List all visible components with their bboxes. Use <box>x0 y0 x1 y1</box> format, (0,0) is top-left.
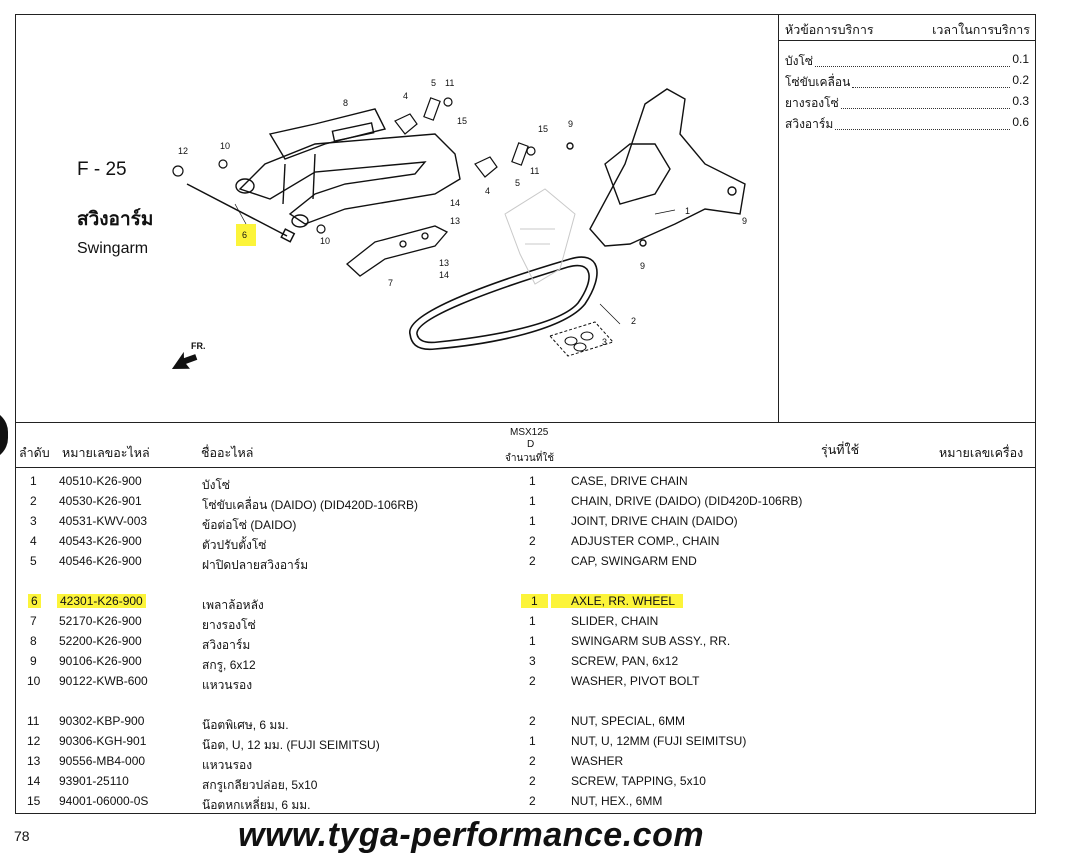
service-header-right: เวลาในการบริการ <box>932 23 1030 37</box>
svg-text:9: 9 <box>640 261 645 271</box>
col-part-no: หมายเลขอะไหล่ <box>62 446 150 460</box>
svg-text:13: 13 <box>450 216 460 226</box>
svg-text:9: 9 <box>568 119 573 129</box>
drive-chain <box>409 256 598 351</box>
svg-text:3: 3 <box>602 337 607 347</box>
swingarm-sub-assy <box>235 108 461 228</box>
figure-title-thai: สวิงอาร์ม <box>77 209 154 230</box>
svg-text:4: 4 <box>485 186 490 196</box>
front-label: FR. <box>191 341 206 351</box>
service-item: บังโซ่0.1 <box>785 52 1029 68</box>
chain-joint <box>549 321 614 357</box>
chain-adjusters <box>172 97 536 234</box>
svg-text:11: 11 <box>530 166 539 176</box>
svg-text:9: 9 <box>742 216 747 226</box>
parts-table-header: ลำดับ หมายเลขอะไหล่ ชื่ออะไหล่ MSX125 D … <box>15 423 1036 468</box>
svg-text:10: 10 <box>320 236 330 246</box>
callout-6: 6 <box>242 230 247 240</box>
svg-text:10: 10 <box>220 141 230 151</box>
axle-rr-wheel <box>186 183 296 243</box>
svg-text:15: 15 <box>457 116 467 126</box>
service-header: หัวข้อการบริการ เวลาในการบริการ <box>779 14 1036 41</box>
brand-watermark <box>504 188 576 285</box>
front-arrow <box>171 351 198 369</box>
svg-text:5: 5 <box>515 178 520 188</box>
chain-slider <box>345 225 449 277</box>
page-frame <box>15 14 1036 814</box>
svg-text:7: 7 <box>388 278 393 288</box>
svg-text:1: 1 <box>685 206 690 216</box>
svg-text:12: 12 <box>178 146 188 156</box>
col-engine-no: หมายเลขเครื่อง <box>939 446 1024 460</box>
col-part-name: ชื่ออะไหล่ <box>201 446 254 460</box>
callout-6-highlight <box>236 224 256 246</box>
service-item: ยางรองโซ่0.3 <box>785 94 1029 110</box>
service-header-left: หัวข้อการบริการ <box>785 23 874 37</box>
svg-text:14: 14 <box>439 270 449 280</box>
website-footer[interactable]: www.tyga-performance.com <box>238 816 705 854</box>
col-model: MSX125 <box>510 427 549 438</box>
svg-text:15: 15 <box>538 124 548 134</box>
figure-title-english: Swingarm <box>77 240 149 257</box>
drive-chain-case <box>566 88 746 247</box>
col-ref: ลำดับ <box>19 446 50 460</box>
svg-text:13: 13 <box>439 258 449 268</box>
svg-text:5: 5 <box>431 78 436 88</box>
leader-lines <box>234 203 676 325</box>
exploded-diagram: F - 25 สวิงอาร์ม Swingarm <box>15 14 779 423</box>
service-time-box: หัวข้อการบริการ เวลาในการบริการ บังโซ่0.… <box>779 14 1036 423</box>
col-qty: จำนวนที่ใช้ <box>505 453 555 464</box>
svg-text:2: 2 <box>631 316 636 326</box>
svg-text:4: 4 <box>403 91 408 101</box>
figure-code: F - 25 <box>77 159 127 180</box>
page-number: 78 <box>14 828 30 844</box>
svg-text:8: 8 <box>343 98 348 108</box>
col-type: D <box>527 439 535 450</box>
callout-labels: 12 10 8 4 5 11 15 4 5 11 15 9 1 9 9 10 1… <box>178 78 747 347</box>
swingarm-drawing: 12 10 8 4 5 11 15 4 5 11 15 9 1 9 9 10 1… <box>171 78 747 369</box>
svg-text:11: 11 <box>445 78 454 88</box>
col-models-used: รุ่นที่ใช้ <box>821 443 860 457</box>
page-edge-tab <box>0 410 8 460</box>
svg-text:14: 14 <box>450 198 460 208</box>
